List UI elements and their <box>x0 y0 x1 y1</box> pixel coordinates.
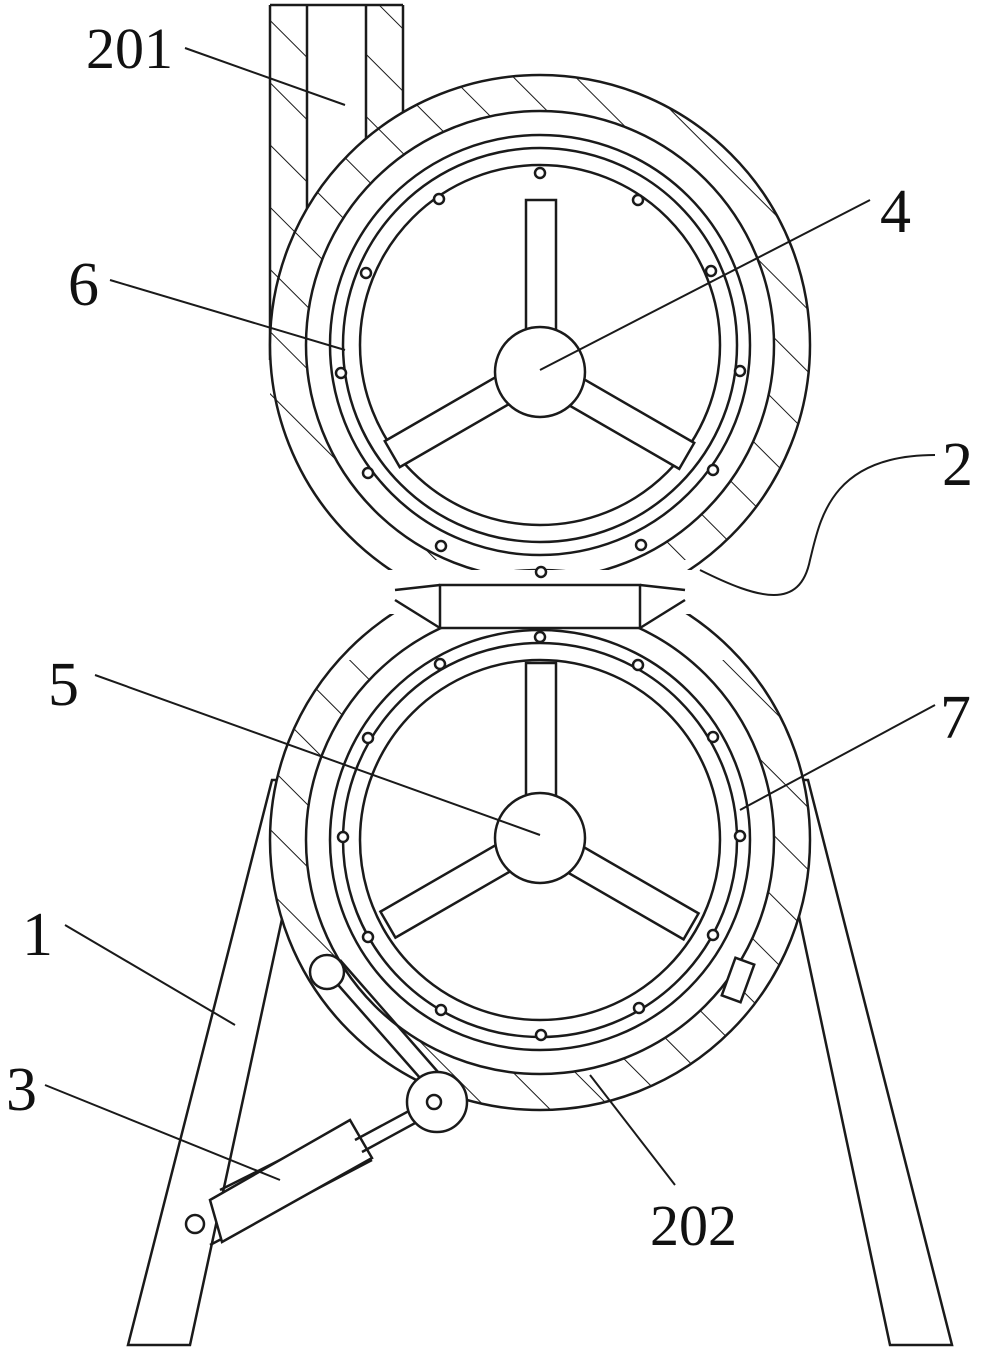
upper-shaft-hub <box>493 325 587 419</box>
part-labels: 201 4 6 2 5 7 1 3 202 <box>6 16 973 1258</box>
actuator-cylinder <box>184 1070 469 1247</box>
label-202: 202 <box>650 1193 737 1258</box>
lower-rotor-holes <box>336 630 747 1042</box>
lower-shaft-hub <box>493 791 587 885</box>
door-latch <box>720 956 756 1004</box>
upper-rotor-holes <box>334 166 747 579</box>
leader-lines <box>44 47 936 1186</box>
label-2: 2 <box>942 431 973 499</box>
label-201: 201 <box>86 16 173 81</box>
upper-rotor <box>328 133 752 579</box>
discharge-door <box>308 953 756 1096</box>
cylinder-mount-pin <box>184 1213 206 1235</box>
door-hinge-pin <box>308 953 346 991</box>
lower-rotor <box>328 628 752 1052</box>
label-5: 5 <box>48 651 79 719</box>
label-7: 7 <box>940 684 971 752</box>
label-1: 1 <box>22 901 53 969</box>
label-4: 4 <box>880 178 911 246</box>
label-3: 3 <box>6 1056 37 1124</box>
label-6: 6 <box>68 251 99 319</box>
